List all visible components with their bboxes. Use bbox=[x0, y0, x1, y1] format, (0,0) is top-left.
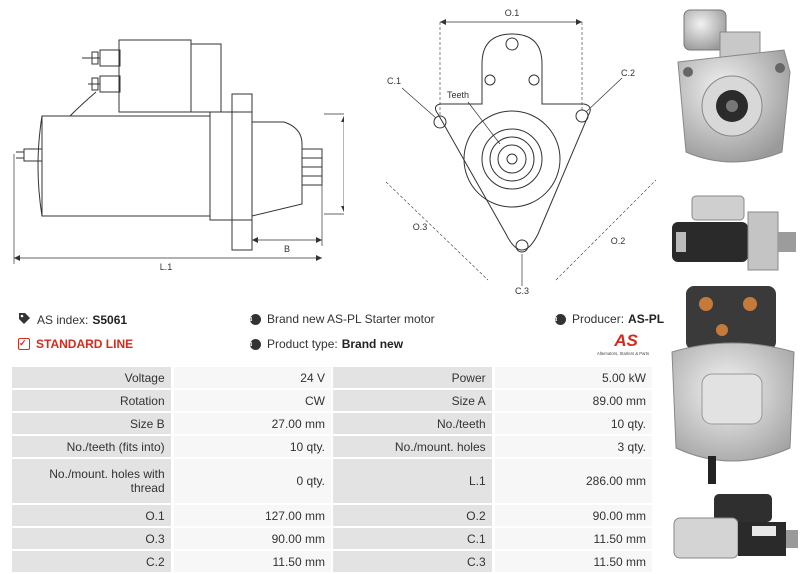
tag-icon bbox=[18, 312, 31, 328]
spec-key: C.2 bbox=[12, 551, 171, 572]
spec-key: No./mount. holes with thread bbox=[12, 459, 171, 503]
spec-value: 11.50 mm bbox=[172, 551, 331, 572]
spec-key: L.1 bbox=[332, 459, 492, 503]
spec-key: Size B bbox=[12, 413, 171, 434]
product-photo-top[interactable] bbox=[666, 488, 800, 570]
as-index-value: S5061 bbox=[92, 313, 128, 327]
spec-key: O.3 bbox=[12, 528, 171, 549]
logo-tagline: Alternators, Starters & Parts bbox=[597, 351, 649, 356]
spec-row: No./teeth (fits into)10 qty.No./mount. h… bbox=[12, 436, 652, 457]
spec-key: O.1 bbox=[12, 505, 171, 526]
dimension-l1-label: L.1 bbox=[160, 262, 173, 272]
as-index-label: AS index: bbox=[37, 313, 89, 327]
logo-mark: AS bbox=[613, 331, 638, 350]
spec-value: 10 qty. bbox=[493, 413, 652, 434]
side-view-drawing: A B L.1 bbox=[13, 39, 344, 272]
spec-value: 90.00 mm bbox=[172, 528, 331, 549]
producer-label: Producer: bbox=[572, 312, 625, 326]
dimension-o3-label: O.3 bbox=[413, 222, 428, 232]
check-square-icon: ✓ bbox=[18, 338, 30, 350]
dimension-o1-label: O.1 bbox=[505, 8, 520, 18]
standard-line-text: STANDARD LINE bbox=[36, 337, 134, 351]
spec-value: 11.50 mm bbox=[493, 551, 652, 572]
spec-key: O.2 bbox=[332, 505, 492, 526]
product-photo-side[interactable] bbox=[666, 182, 800, 274]
product-type-label: Product type: bbox=[267, 337, 338, 351]
as-index: AS index: S5061 bbox=[18, 312, 127, 328]
dimension-c2-label: C.2 bbox=[621, 68, 635, 78]
product-photo-front[interactable] bbox=[666, 2, 800, 174]
spec-key: No./mount. holes bbox=[332, 436, 492, 457]
spec-key: Voltage bbox=[12, 367, 171, 388]
front-view-drawing: O.1 C.1 C.2 Teeth O.3 O.2 C.3 bbox=[385, 8, 657, 294]
product-type: i Product type: Brand new bbox=[250, 337, 403, 351]
spec-value: 27.00 mm bbox=[172, 413, 331, 434]
product-type-value: Brand new bbox=[341, 337, 404, 351]
dimension-b-label: B bbox=[284, 244, 290, 254]
spec-key: C.3 bbox=[332, 551, 492, 572]
spec-value: 127.00 mm bbox=[172, 505, 331, 526]
dimension-c3-label: C.3 bbox=[515, 286, 529, 294]
spec-value: 90.00 mm bbox=[493, 505, 652, 526]
standard-line-badge: ✓ STANDARD LINE bbox=[18, 337, 133, 351]
dimension-c1-label: C.1 bbox=[387, 76, 401, 86]
spec-value: 3 qty. bbox=[493, 436, 652, 457]
spec-value: 89.00 mm bbox=[493, 390, 652, 411]
spec-value: 24 V bbox=[172, 367, 331, 388]
spec-value: 0 qty. bbox=[172, 459, 331, 503]
spec-key: No./teeth bbox=[332, 413, 492, 434]
product-photo-rear[interactable] bbox=[666, 278, 800, 486]
spec-key: Rotation bbox=[12, 390, 171, 411]
brand-text: Brand new AS-PL Starter motor bbox=[267, 312, 435, 326]
producer: i Producer: AS-PL bbox=[555, 312, 664, 326]
info-circle-icon: i bbox=[250, 313, 261, 325]
spec-value: 10 qty. bbox=[172, 436, 331, 457]
spec-key: No./teeth (fits into) bbox=[12, 436, 171, 457]
info-circle-icon: i bbox=[555, 313, 566, 325]
dimension-o2-label: O.2 bbox=[611, 236, 626, 246]
teeth-label: Teeth bbox=[447, 90, 469, 100]
producer-value: AS-PL bbox=[628, 312, 665, 326]
spec-value: 11.50 mm bbox=[493, 528, 652, 549]
spec-value: CW bbox=[172, 390, 331, 411]
brand-description: i Brand new AS-PL Starter motor bbox=[250, 312, 435, 326]
spec-key: Size A bbox=[332, 390, 492, 411]
spec-key: C.1 bbox=[332, 528, 492, 549]
spec-value: 5.00 kW bbox=[493, 367, 652, 388]
info-circle-icon: i bbox=[250, 338, 261, 350]
spec-value: 286.00 mm bbox=[493, 459, 652, 503]
as-pl-logo: AS Alternators, Starters & Parts bbox=[597, 331, 649, 356]
spec-key: Power bbox=[332, 367, 492, 388]
